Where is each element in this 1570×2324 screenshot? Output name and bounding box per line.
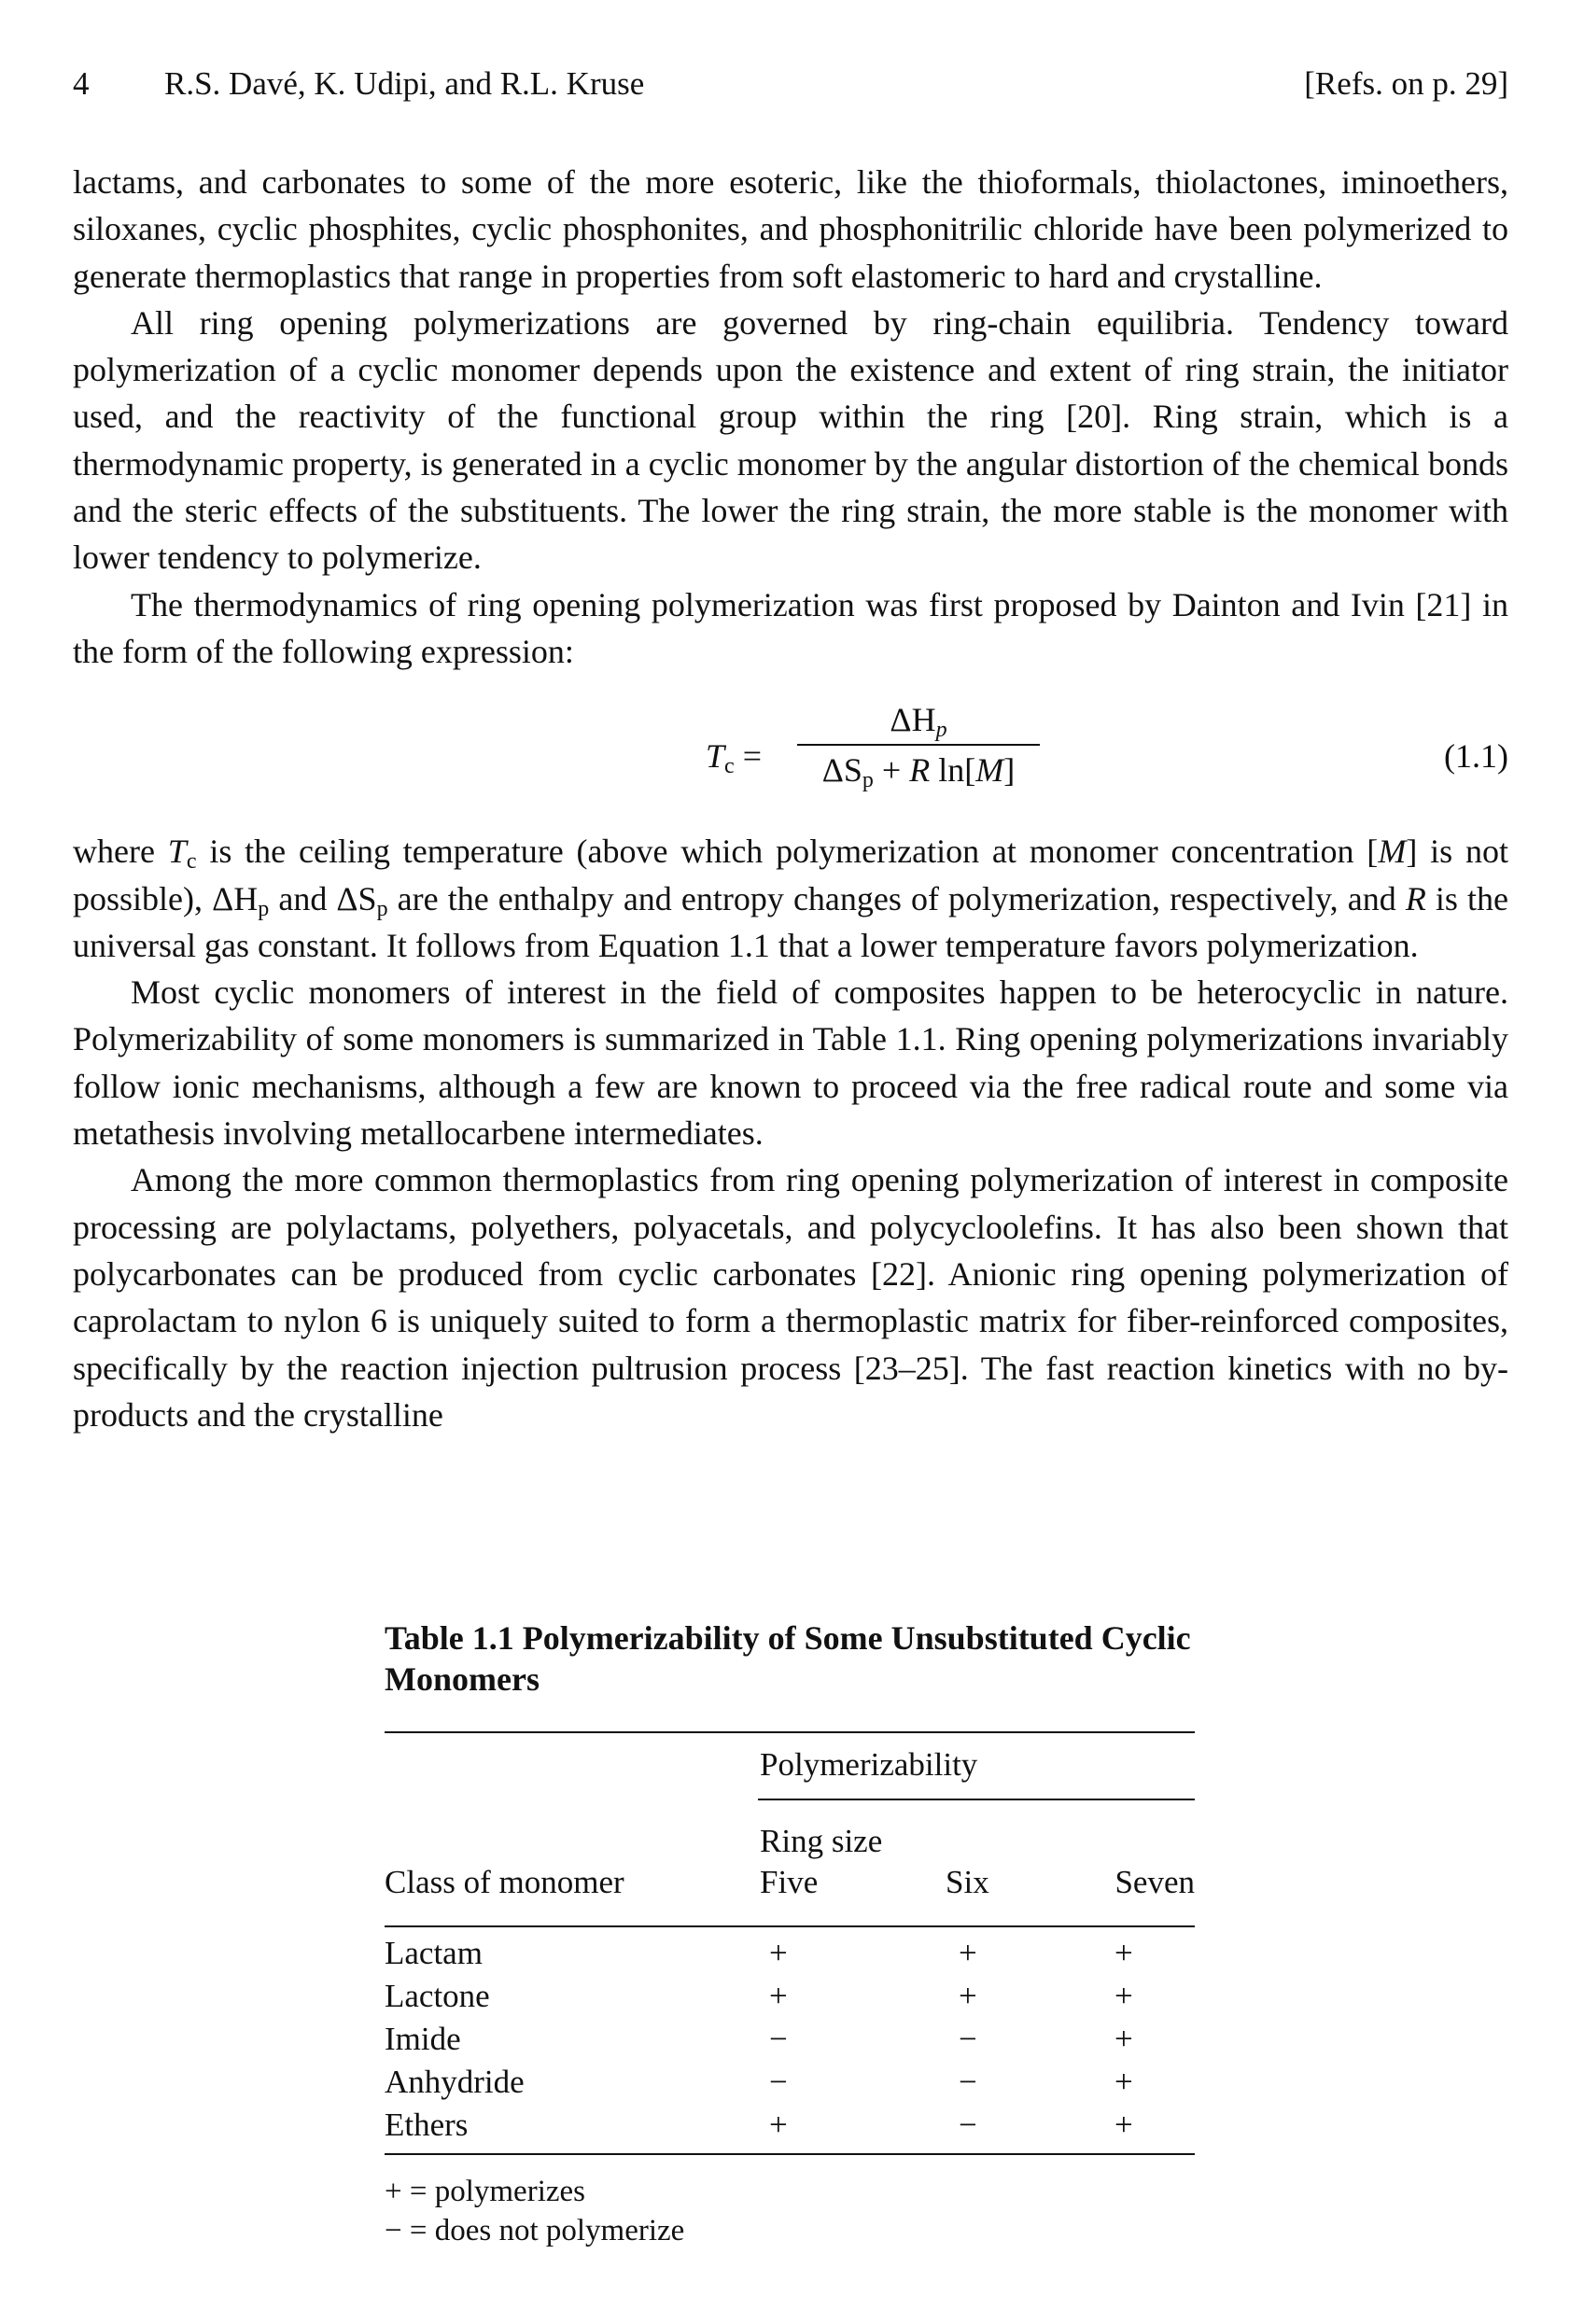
equation-fraction: ΔHp ΔSp + R ln[M] (797, 697, 1040, 792)
table-cell: + (1114, 1978, 1133, 2014)
paragraph: lactams, and carbonates to some of the m… (73, 163, 1508, 295)
column-header-six: Six (946, 1864, 989, 1900)
body-text: lactams, and carbonates to some of the m… (73, 159, 1508, 1438)
table-cell: − (959, 2021, 977, 2057)
table-cell: + (959, 1978, 977, 2014)
table-cell: + (769, 1978, 788, 2014)
group-header-rule (758, 1799, 1195, 1800)
table-footnote: + = polymerizes (385, 2175, 585, 2208)
table-cell: − (959, 2064, 977, 2100)
table-group-header-row: Polymerizability (385, 1733, 1195, 1799)
paragraph: Most cyclic monomers of interest in the … (73, 973, 1508, 1153)
table-cell: + (959, 1935, 977, 1971)
ring-size-label: Ring size (760, 1823, 883, 1859)
paragraph-where: where Tc is the ceiling temperature (abo… (73, 833, 1508, 964)
group-header: Polymerizability (760, 1746, 978, 1783)
table-1-1: Table 1.1 Polymerizability of Some Unsub… (385, 1617, 1195, 2250)
paragraph: All ring opening polymerizations are gov… (73, 303, 1508, 577)
table-cell: + (769, 2107, 788, 2143)
table-cell: + (1114, 2064, 1133, 2100)
column-header-five: Five (760, 1864, 819, 1900)
table-column-header-row: Ring size Class of monomer Five Six Seve… (385, 1800, 1195, 1925)
table-cell: + (1114, 1935, 1133, 1971)
table-top-rule (385, 1731, 1195, 1733)
running-header: 4 R.S. Davé, K. Udipi, and R.L. Kruse [R… (73, 65, 1508, 112)
table-row-label: Imide (385, 2021, 461, 2057)
table-header-rule (385, 1925, 1195, 1927)
table-bottom-rule (385, 2153, 1195, 2155)
page-number: 4 (73, 65, 90, 102)
table-cell: − (959, 2107, 977, 2143)
table-cell: − (769, 2064, 788, 2100)
fraction-bar (797, 744, 1040, 747)
table-footnote: − = does not polymerize (385, 2214, 685, 2247)
table-cell: − (769, 2021, 788, 2057)
table-body: Lactam + + + Lactone + + + Imide − − + A… (385, 1927, 1195, 2148)
equation-denominator: ΔSp + R ln[M] (821, 751, 1016, 793)
refs-note: [Refs. on p. 29] (1304, 65, 1508, 102)
equation-1-1: Tc = ΔHp ΔSp + R ln[M] (1.1) (73, 684, 1508, 820)
paragraph: The thermodynamics of ring opening polym… (73, 585, 1508, 670)
row-header: Class of monomer (385, 1864, 624, 1900)
equation-numerator: ΔHp (890, 701, 947, 743)
equation-lhs: Tc = (706, 737, 762, 779)
table-row-label: Lactone (385, 1978, 490, 2014)
table-cell: + (1114, 2107, 1133, 2143)
equation-number: (1.1) (1444, 737, 1508, 776)
table-cell: + (769, 1935, 788, 1971)
table-row-label: Ethers (385, 2107, 469, 2143)
running-head-authors: R.S. Davé, K. Udipi, and R.L. Kruse (164, 65, 645, 102)
paragraph: Among the more common thermoplastics fro… (73, 1161, 1508, 1434)
column-header-seven: Seven (1114, 1864, 1195, 1900)
table-row-label: Anhydride (385, 2064, 525, 2100)
table-row-label: Lactam (385, 1935, 483, 1971)
table-cell: + (1114, 2021, 1133, 2057)
table-caption: Table 1.1 Polymerizability of Some Unsub… (385, 1619, 1191, 1698)
